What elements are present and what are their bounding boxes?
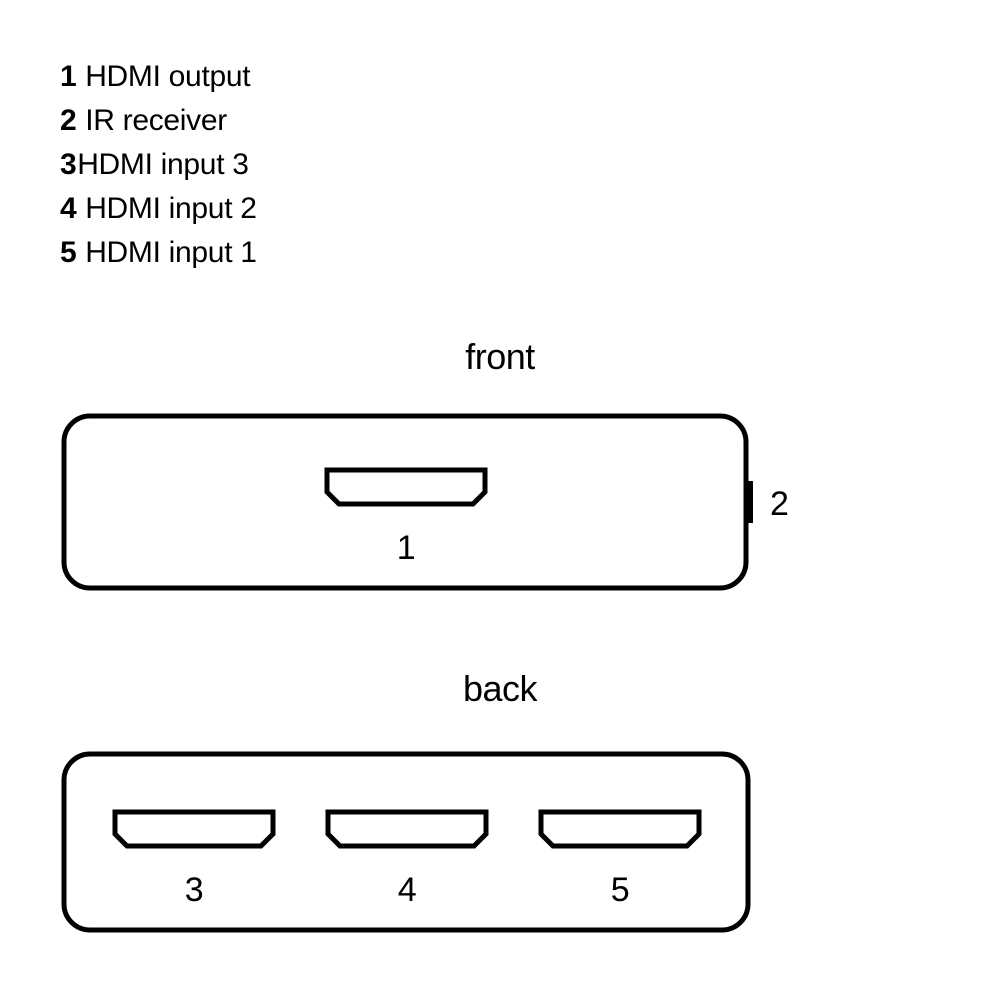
- legend-label: IR receiver: [85, 104, 227, 137]
- back-panel-group: 3 4 5: [61, 751, 751, 933]
- legend-label: HDMI output: [85, 60, 251, 93]
- port-label-1: 1: [397, 529, 415, 567]
- hdmi-port-icon: [538, 809, 702, 849]
- list-item: 3 HDMI input 3: [60, 148, 480, 192]
- front-panel-body: [61, 413, 749, 591]
- ir-receiver-icon: [744, 481, 753, 523]
- legend-label: HDMI input 2: [85, 192, 257, 225]
- list-item: 4 HDMI input 2: [60, 192, 480, 236]
- front-view-title: front: [465, 336, 535, 377]
- back-view-title: back: [462, 668, 538, 709]
- legend-number: 1: [60, 60, 77, 93]
- list-item: 2 IR receiver: [60, 104, 480, 148]
- hdmi-port-icon: [112, 809, 276, 849]
- front-panel-group: 1 2: [61, 413, 789, 591]
- list-item: 1 HDMI output: [60, 60, 480, 104]
- legend-number: 5: [60, 236, 77, 269]
- legend-number: 4: [60, 192, 77, 225]
- port-label-3: 3: [185, 871, 203, 909]
- port-label-4: 4: [398, 871, 416, 909]
- legend-number: 3: [60, 148, 77, 181]
- hdmi-port-icon: [325, 809, 489, 849]
- port-label-5: 5: [611, 871, 629, 909]
- legend-label: HDMI input 3: [77, 148, 249, 181]
- list-item: 5 HDMI input 1: [60, 236, 480, 280]
- callout-label-2: 2: [770, 485, 788, 523]
- back-panel-body: [61, 751, 751, 933]
- legend-label: HDMI input 1: [85, 236, 257, 269]
- legend-number: 2: [60, 104, 77, 137]
- hdmi-port-icon: [324, 467, 488, 507]
- legend-list: 1 HDMI output 2 IR receiver 3 HDMI input…: [60, 60, 480, 280]
